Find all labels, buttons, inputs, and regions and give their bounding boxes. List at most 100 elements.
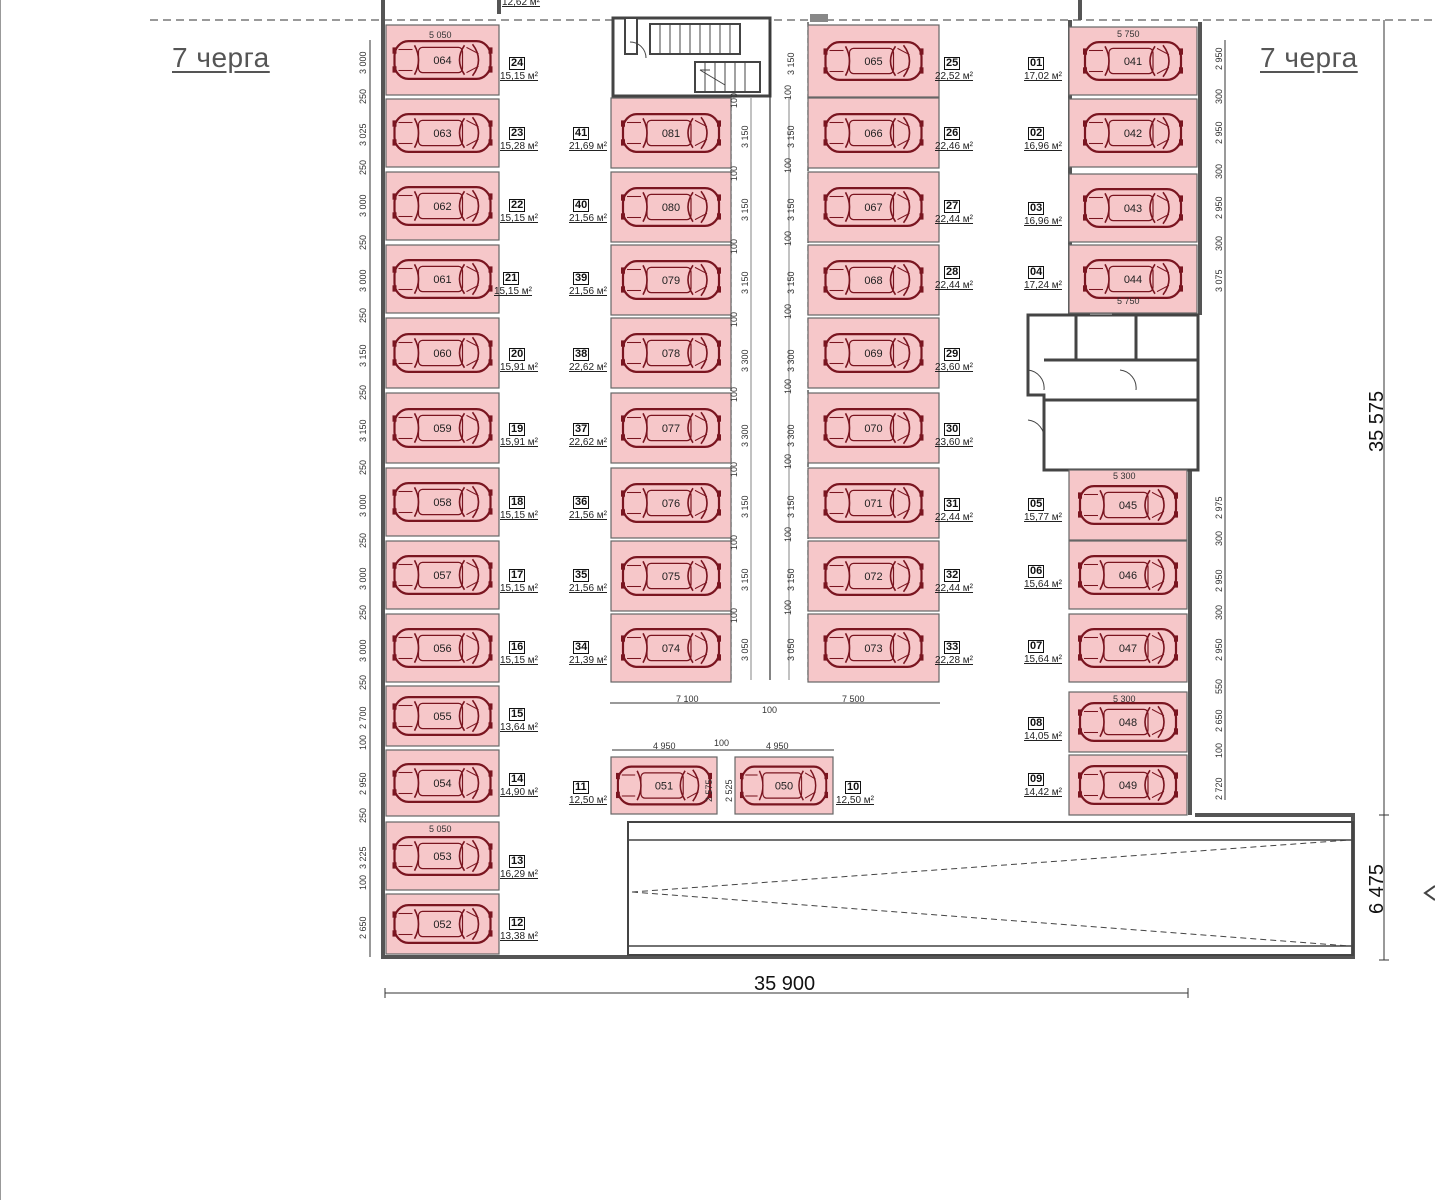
dimension-label: 250 — [358, 88, 368, 104]
space-number: 21 — [503, 272, 520, 285]
space-code: 072 — [864, 571, 882, 583]
space-number: 25 — [944, 57, 961, 70]
parking-space[interactable]: 041 — [1068, 26, 1198, 96]
space-code: 079 — [662, 275, 680, 287]
parking-space[interactable]: 070 — [807, 392, 940, 464]
parking-space[interactable]: 043 — [1068, 173, 1198, 243]
space-area: 15,15 м² — [500, 213, 539, 224]
space-area: 22,44 м² — [935, 214, 974, 225]
space-number: 39 — [573, 272, 590, 285]
parking-space[interactable]: 067 — [807, 171, 940, 243]
parking-space[interactable]: 074 — [610, 613, 732, 683]
space-area: 21,39 м² — [569, 655, 608, 666]
parking-space[interactable]: 068 — [807, 244, 940, 316]
space-area: 12,50 м² — [836, 795, 875, 806]
parking-space[interactable]: 081 — [610, 97, 732, 169]
parking-space[interactable]: 071 — [807, 467, 940, 539]
parking-space[interactable]: 050 — [734, 756, 834, 815]
dimension-label: 2 950 — [1214, 196, 1224, 219]
dimension-label: 4 950 — [766, 741, 789, 751]
space-area: 22,44 м² — [935, 280, 974, 291]
parking-space[interactable]: 077 — [610, 392, 732, 464]
dimension-label: 100 — [783, 378, 793, 394]
parking-space[interactable]: 057 — [385, 540, 500, 610]
parking-space[interactable]: 076 — [610, 467, 732, 539]
space-area: 22,44 м² — [935, 512, 974, 523]
dimension-label: 5 300 — [1113, 471, 1136, 481]
dimension-label: 3 000 — [358, 51, 368, 74]
space-area: 17,02 м² — [1024, 71, 1063, 82]
parking-space[interactable]: 055 — [385, 685, 500, 747]
dimension-label: 3 150 — [786, 568, 796, 591]
space-code: 076 — [662, 498, 680, 510]
space-area: 21,56 м² — [569, 583, 608, 594]
space-code: 074 — [662, 643, 680, 655]
parking-space[interactable]: 073 — [807, 613, 940, 683]
parking-space[interactable]: 061 — [385, 244, 500, 314]
space-code: 041 — [1124, 56, 1142, 68]
dimension-label: 3 150 — [740, 198, 750, 221]
space-area: 15,15 м² — [500, 583, 539, 594]
dimension-label: 2 950 — [1214, 121, 1224, 144]
parking-space[interactable]: 079 — [610, 244, 732, 316]
dimension-label: 100 — [1214, 742, 1224, 758]
parking-space[interactable]: 044 — [1068, 244, 1198, 314]
dimension-label: 250 — [358, 234, 368, 250]
dimension-label: 2 700 — [358, 706, 368, 729]
dimension-label: 100 — [783, 230, 793, 246]
space-area: 15,64 м² — [1024, 654, 1063, 665]
space-code: 080 — [662, 202, 680, 214]
parking-space[interactable]: 052 — [385, 893, 500, 955]
dimension-label: 2 950 — [1214, 47, 1224, 70]
space-code: 051 — [655, 781, 673, 793]
space-code: 063 — [433, 128, 451, 140]
dimension-label: 3 000 — [358, 494, 368, 517]
space-number: 06 — [1028, 565, 1045, 578]
space-area: 14,90 м² — [500, 787, 539, 798]
parking-space[interactable]: 054 — [385, 749, 500, 817]
parking-space[interactable]: 060 — [385, 317, 500, 389]
parking-space[interactable]: 046 — [1068, 540, 1188, 610]
parking-space[interactable]: 059 — [385, 392, 500, 464]
parking-space[interactable]: 080 — [610, 171, 732, 243]
space-number: 10 — [845, 781, 862, 794]
dimension-label: 3 150 — [786, 52, 796, 75]
dimension-label: 300 — [1214, 163, 1224, 179]
space-code: 078 — [662, 348, 680, 360]
dimension-label: 3 025 — [358, 123, 368, 146]
space-number: 35 — [573, 569, 590, 582]
parking-space[interactable]: 047 — [1068, 613, 1188, 683]
parking-space[interactable]: 065 — [807, 24, 940, 98]
parking-space[interactable]: 053 — [385, 821, 500, 891]
dimension-label: 2 950 — [1214, 569, 1224, 592]
dimension-label: 3 050 — [740, 638, 750, 661]
queue-label-right: 7 черга — [1260, 42, 1358, 73]
parking-space[interactable]: 051 — [610, 756, 718, 815]
parking-space[interactable]: 049 — [1068, 754, 1188, 816]
parking-space[interactable]: 072 — [807, 540, 940, 612]
parking-space[interactable]: 075 — [610, 540, 732, 612]
space-area: 21,56 м² — [569, 510, 608, 521]
dimension-label: 3 300 — [740, 349, 750, 372]
parking-space[interactable]: 069 — [807, 317, 940, 389]
space-number: 11 — [573, 781, 589, 794]
parking-space[interactable]: 042 — [1068, 98, 1198, 168]
parking-space[interactable]: 078 — [610, 317, 732, 389]
parking-space[interactable]: 063 — [385, 98, 500, 168]
parking-space[interactable]: 064 — [385, 24, 500, 96]
space-number: 23 — [509, 127, 526, 140]
space-number: 29 — [944, 348, 961, 361]
space-number: 36 — [573, 496, 590, 509]
parking-space[interactable]: 058 — [385, 467, 500, 537]
dimension-label: 100 — [358, 874, 368, 890]
parking-space[interactable]: 062 — [385, 171, 500, 241]
parking-space[interactable]: 048 — [1068, 691, 1188, 753]
space-number: 18 — [509, 496, 526, 509]
parking-space[interactable]: 066 — [807, 97, 940, 169]
parking-space[interactable]: 056 — [385, 613, 500, 683]
space-number: 17 — [509, 569, 526, 582]
space-code: 054 — [433, 778, 451, 790]
parking-space[interactable]: 045 — [1068, 469, 1188, 541]
